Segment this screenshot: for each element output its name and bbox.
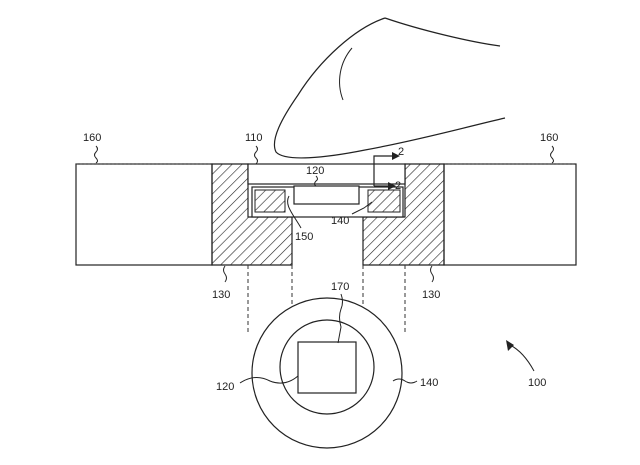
sensor-120-top-view bbox=[297, 341, 357, 394]
arrowhead-2-lower bbox=[388, 182, 396, 190]
leader-lines bbox=[94, 145, 554, 384]
layer-160-left bbox=[75, 163, 213, 266]
label-160-left: 160 bbox=[83, 132, 101, 144]
top-view bbox=[251, 297, 403, 449]
label-2-upper: 2 bbox=[398, 146, 404, 158]
label-140-bottom: 140 bbox=[420, 377, 438, 389]
cover-110 bbox=[247, 163, 406, 185]
ring-140-inner-right bbox=[367, 189, 401, 213]
label-110: 110 bbox=[245, 132, 263, 144]
label-120-bottom: 120 bbox=[216, 381, 234, 393]
finger bbox=[273, 17, 506, 159]
label-170: 170 bbox=[331, 281, 349, 293]
device-body bbox=[75, 152, 577, 266]
label-160-right: 160 bbox=[540, 132, 558, 144]
label-130-left: 130 bbox=[212, 289, 230, 301]
sensor-120-section bbox=[293, 185, 360, 205]
label-150: 150 bbox=[295, 231, 313, 243]
section-line-2-upper bbox=[373, 155, 392, 186]
label-140-side: 140 bbox=[331, 215, 349, 227]
arrowhead-2-upper bbox=[392, 152, 400, 160]
label-100: 100 bbox=[528, 377, 546, 389]
layer-160-right bbox=[443, 163, 577, 266]
label-130-right: 130 bbox=[422, 289, 440, 301]
label-120-top: 120 bbox=[306, 165, 324, 177]
ring-140-inner-left bbox=[254, 189, 286, 213]
label-2-lower: 2 bbox=[395, 180, 401, 192]
